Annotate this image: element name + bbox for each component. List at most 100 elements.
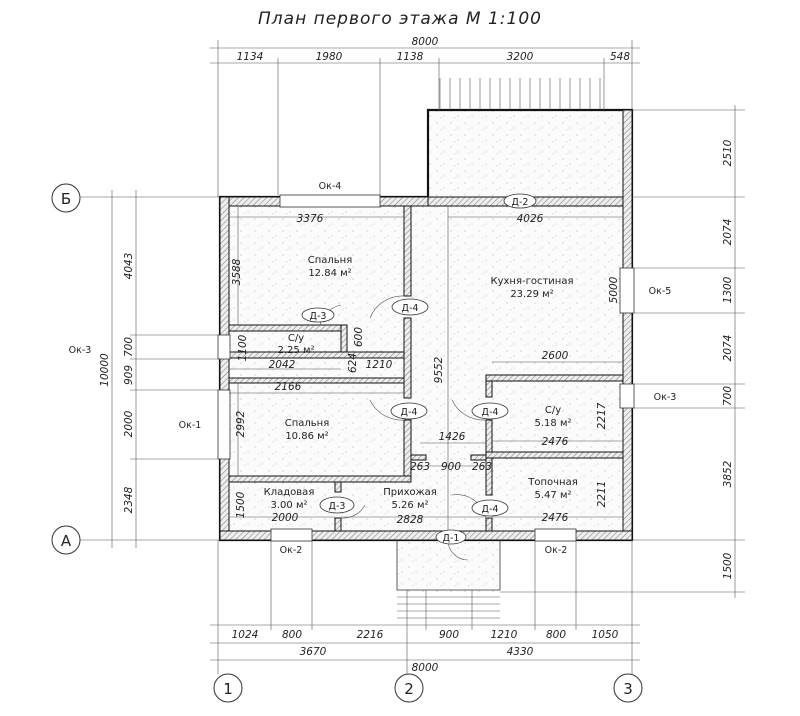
dim-right: 2074 [722, 335, 734, 362]
room-area: 10.86 м² [285, 431, 328, 442]
dim-bottom-mid: 3670 [300, 646, 327, 658]
dim-right: 700 [722, 386, 734, 406]
dim-inner: 1500 [235, 491, 247, 518]
room-area: 23.29 м² [510, 289, 553, 300]
room-name: Спальня [308, 255, 353, 266]
dim-inner: 2992 [235, 410, 247, 437]
axis-3: 3 [623, 680, 633, 698]
drawing-title: План первого этажа М 1:100 [258, 9, 542, 29]
room-labels: Спальня 12.84 м² С/у 2.25 м² Спальня 10.… [264, 255, 578, 511]
door-label: Д-4 [482, 504, 499, 515]
dim-right: 3852 [722, 460, 734, 487]
window-label: Ок-2 [280, 545, 303, 556]
dim-inner: 2476 [542, 512, 569, 524]
dim-top: 3200 [507, 51, 534, 63]
dim-top-total: 8000 [412, 36, 439, 48]
dim-left: 2000 [123, 410, 135, 437]
dim-inner: 3588 [231, 258, 243, 285]
axis-1: 1 [223, 680, 233, 698]
dim-inner: 1210 [366, 359, 393, 371]
door-label: Д-4 [402, 303, 419, 314]
dim-bottom: 1210 [491, 629, 518, 641]
dim-right: 2074 [722, 219, 734, 246]
window-label: Ок-4 [319, 181, 342, 192]
room-area: 5.26 м² [392, 500, 429, 511]
door-label: Д-3 [310, 311, 327, 322]
dim-top: 1134 [237, 51, 264, 63]
dim-inner: 9552 [433, 356, 445, 383]
dim-bottom: 800 [282, 629, 302, 641]
room-name: Кладовая [264, 487, 315, 498]
dim-left-total: 10000 [99, 353, 111, 387]
dim-inner: 5000 [608, 276, 620, 303]
window-label: Ок-3 [69, 345, 92, 356]
dim-inner: 2828 [397, 514, 424, 526]
dim-inner: 2000 [272, 512, 299, 524]
room-area: 3.00 м² [271, 500, 308, 511]
dim-inner: 624 [347, 353, 359, 373]
axis-2: 2 [404, 680, 414, 698]
dim-inner: 3376 [297, 213, 324, 225]
window-label: Ок-1 [179, 420, 202, 431]
axis-a: А [61, 532, 72, 550]
door-label: Д-2 [512, 197, 529, 208]
dim-top: 1138 [397, 51, 424, 63]
room-area: 5.18 м² [535, 418, 572, 429]
window-label: Ок-3 [654, 392, 677, 403]
dim-inner: 263 [410, 461, 430, 473]
dim-bottom: 1024 [232, 629, 259, 641]
right-dimensions: 2510 2074 1300 2074 700 3852 1500 [722, 139, 734, 579]
room-name: С/у [288, 333, 304, 344]
window-openings [217, 194, 635, 542]
axis-b: Б [61, 190, 71, 208]
dim-inner: 2166 [275, 381, 302, 393]
dim-bottom: 800 [546, 629, 566, 641]
dim-bottom: 900 [439, 629, 459, 641]
dim-right: 1300 [722, 276, 734, 303]
room-name: С/у [545, 405, 561, 416]
dim-top: 548 [610, 51, 630, 63]
room-name: Прихожая [383, 487, 437, 498]
door-label: Д-4 [401, 407, 418, 418]
floor-areas [220, 110, 632, 592]
door-tags: Д-2 Д-4 Д-3 Д-4 Д-4 Д-3 Д-4 Д-1 [301, 193, 537, 561]
room-name: Спальня [285, 418, 330, 429]
dim-bottom-total: 8000 [412, 662, 439, 674]
dim-left: 700 [123, 337, 135, 357]
left-dimensions: 4043 700 909 2000 2348 10000 [99, 253, 135, 514]
window-label: Ок-2 [545, 545, 568, 556]
dim-bottom: 1050 [592, 629, 619, 641]
dim-inner: 1100 [237, 334, 249, 361]
dim-inner: 600 [353, 327, 365, 347]
dim-inner: 2476 [542, 436, 569, 448]
room-name: Топочная [527, 477, 577, 488]
dim-bottom-mid: 4330 [507, 646, 534, 658]
dim-inner: 2217 [596, 402, 608, 429]
top-dimensions: 8000 1134 1980 1138 3200 548 [237, 36, 631, 63]
dim-left: 2348 [123, 486, 135, 513]
dim-inner: 2600 [542, 350, 569, 362]
door-label: Д-4 [482, 407, 499, 418]
room-name: Кухня-гостиная [491, 276, 574, 287]
room-area: 2.25 м² [278, 345, 315, 356]
dim-left: 4043 [123, 253, 135, 280]
dim-inner: 1426 [439, 431, 466, 443]
dim-left: 909 [123, 365, 135, 385]
dim-inner: 2211 [596, 481, 608, 508]
bottom-dimensions: 1024 800 2216 900 1210 800 1050 3670 433… [232, 629, 619, 674]
dim-inner: 4026 [517, 213, 544, 225]
window-labels: Ок-4 Ок-5 Ок-3 Ок-1 Ок-3 Ок-2 Ок-2 [69, 181, 677, 556]
dim-inner: 2042 [269, 359, 296, 371]
door-label: Д-3 [329, 501, 346, 512]
dim-inner: 900 [441, 461, 461, 473]
room-area: 12.84 м² [308, 268, 351, 279]
room-area: 5.47 м² [535, 490, 572, 501]
dim-top: 1980 [316, 51, 343, 63]
dim-inner: 263 [472, 461, 492, 473]
axis-markers: Б А 1 2 3 [51, 183, 643, 703]
dimension-lines [80, 40, 745, 674]
door-label: Д-1 [443, 533, 460, 544]
dim-right: 2510 [722, 139, 734, 166]
window-label: Ок-5 [649, 286, 672, 297]
